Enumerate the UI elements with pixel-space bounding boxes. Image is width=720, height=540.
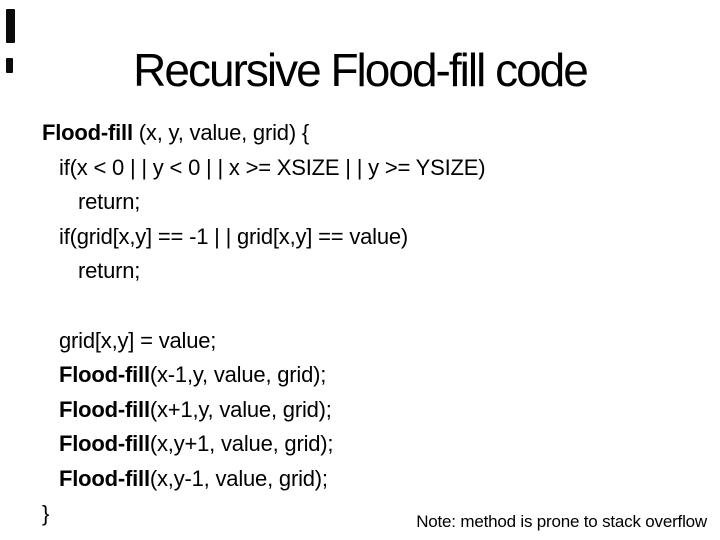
footnote: Note: method is prone to stack overflow	[416, 512, 707, 531]
code-text: if(grid[x,y] == -1 | | grid[x,y] == valu…	[59, 223, 409, 249]
code-bold-text: Flood-fill	[42, 120, 133, 145]
code-bold-text: Flood-fill	[59, 431, 150, 457]
code-text: }	[42, 500, 50, 526]
code-block: Flood-fill (x, y, value, grid) { if(x < …	[42, 116, 486, 532]
code-line: Flood-fill(x,y-1, value, grid);	[59, 462, 485, 497]
code-text: grid[x,y] = value;	[59, 327, 217, 353]
code-line: }	[42, 497, 485, 532]
code-line-blank	[59, 289, 485, 324]
code-text: (x,y-1, value, grid);	[149, 465, 328, 491]
code-bold-text: Flood-fill	[59, 465, 150, 491]
code-line: Flood-fill(x,y+1, value, grid);	[59, 427, 485, 462]
code-line: if(grid[x,y] == -1 | | grid[x,y] == valu…	[59, 220, 485, 255]
code-line: return;	[78, 185, 485, 220]
code-line: return;	[78, 254, 485, 289]
code-line: Flood-fill(x+1,y, value, grid);	[59, 393, 485, 428]
code-text: (x+1,y, value, grid);	[149, 396, 332, 422]
code-text: (x, y, value, grid) {	[132, 120, 310, 145]
code-bold-text: Flood-fill	[59, 362, 150, 388]
code-line: grid[x,y] = value;	[59, 324, 485, 359]
code-text: (x,y+1, value, grid);	[149, 431, 334, 457]
code-text: (x-1,y, value, grid);	[149, 362, 327, 388]
code-text: if(x < 0 | | y < 0 | | x >= XSIZE | | y …	[59, 154, 486, 180]
code-line: Flood-fill(x-1,y, value, grid);	[59, 358, 485, 393]
code-line: Flood-fill (x, y, value, grid) {	[42, 116, 485, 151]
scan-artifact-mark	[6, 9, 15, 43]
code-bold-text: Flood-fill	[59, 396, 150, 422]
code-text: return;	[78, 189, 141, 215]
scan-artifact-mark	[6, 58, 13, 73]
code-line: if(x < 0 | | y < 0 | | x >= XSIZE | | y …	[59, 151, 486, 186]
slide-title: Recursive Flood-fill code	[133, 44, 589, 96]
code-text: return;	[78, 258, 141, 284]
